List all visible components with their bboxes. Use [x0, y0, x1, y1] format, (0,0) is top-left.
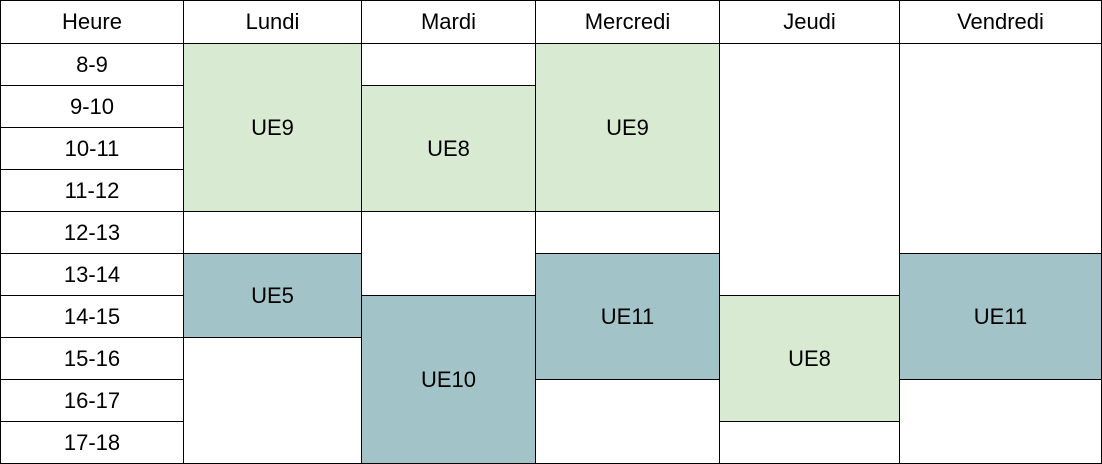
empty-slot [361, 43, 536, 86]
hour-label: 10-11 [0, 127, 184, 170]
hour-label: 8-9 [0, 43, 184, 86]
empty-slot [719, 421, 900, 464]
day-header-lundi: Lundi [183, 0, 362, 44]
course-block: UE11 [535, 253, 720, 380]
day-header-jeudi: Jeudi [719, 0, 900, 44]
hour-label: 15-16 [0, 337, 184, 380]
empty-slot [719, 43, 900, 296]
course-block: UE11 [899, 253, 1102, 380]
hour-label: 13-14 [0, 253, 184, 296]
empty-slot [183, 337, 362, 464]
course-block: UE5 [183, 253, 362, 338]
hour-label: 12-13 [0, 211, 184, 254]
empty-slot [535, 379, 720, 464]
hour-label: 9-10 [0, 85, 184, 128]
empty-slot [899, 379, 1102, 464]
course-block: UE8 [719, 295, 900, 422]
day-header-mardi: Mardi [361, 0, 536, 44]
course-block: UE8 [361, 85, 536, 212]
hour-label: 16-17 [0, 379, 184, 422]
course-block: UE9 [535, 43, 720, 212]
empty-slot [183, 211, 362, 254]
hour-column-header: Heure [0, 0, 184, 44]
empty-slot [535, 211, 720, 254]
course-block: UE9 [183, 43, 362, 212]
day-header-vendredi: Vendredi [899, 0, 1102, 44]
course-block: UE10 [361, 295, 536, 464]
hour-label: 14-15 [0, 295, 184, 338]
empty-slot [361, 211, 536, 296]
hour-label: 11-12 [0, 169, 184, 212]
day-header-mercredi: Mercredi [535, 0, 720, 44]
empty-slot [899, 43, 1102, 254]
hour-label: 17-18 [0, 421, 184, 464]
